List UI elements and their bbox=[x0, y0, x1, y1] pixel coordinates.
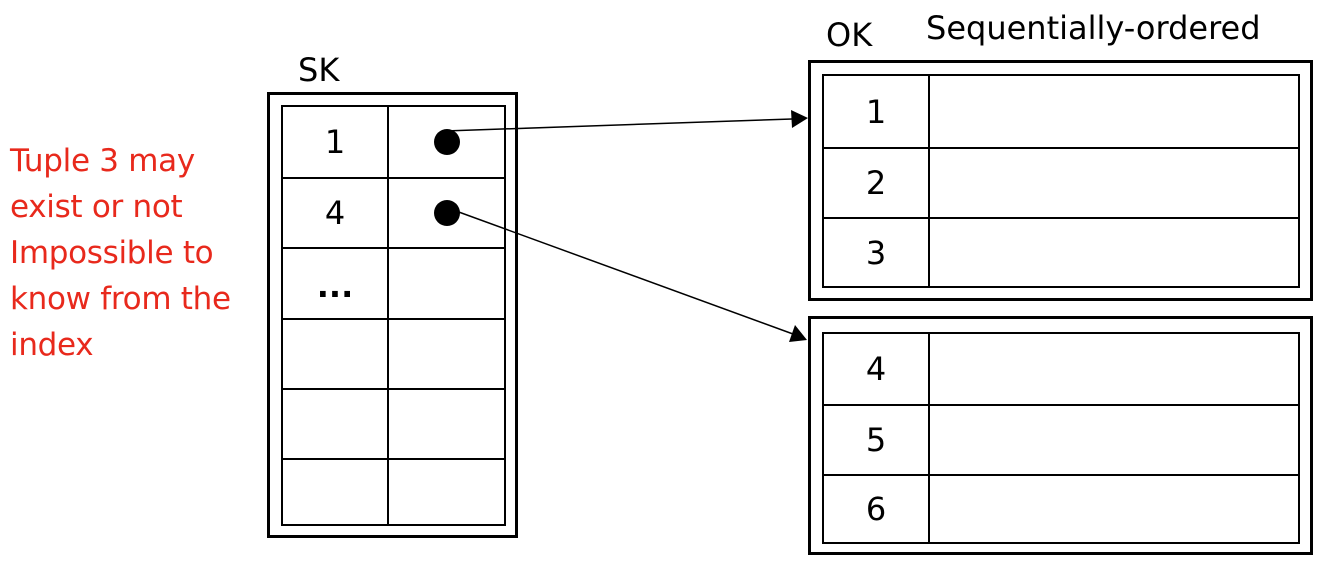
index-key-cell bbox=[283, 460, 389, 524]
note-line-1: Tuple 3 may bbox=[10, 143, 195, 179]
data-block-table: 1 2 3 bbox=[822, 74, 1300, 288]
index-key-cell bbox=[283, 320, 389, 388]
index-pointer-cell bbox=[389, 390, 504, 458]
index-key-cell: 4 bbox=[283, 179, 389, 247]
ordering-key-label: OK bbox=[826, 16, 873, 54]
index-pointer-cell bbox=[389, 107, 504, 177]
note-line-3: Impossible to bbox=[10, 235, 214, 271]
arrowhead-block-1 bbox=[791, 110, 808, 128]
index-row bbox=[283, 458, 504, 524]
data-key-cell: 5 bbox=[824, 406, 930, 474]
data-key-cell: 4 bbox=[824, 334, 930, 404]
index-pointer-cell bbox=[389, 460, 504, 524]
index-row: ... bbox=[283, 247, 504, 318]
note-line-2: exist or not bbox=[10, 189, 183, 225]
pointer-dot-4 bbox=[433, 200, 460, 226]
index-pointer-cell bbox=[389, 320, 504, 388]
index-pointer-cell bbox=[389, 179, 504, 247]
index-key-cell: 1 bbox=[283, 107, 389, 177]
data-key-cell: 6 bbox=[824, 476, 930, 542]
secondary-index-label: SK bbox=[298, 51, 340, 89]
index-row: 4 bbox=[283, 177, 504, 247]
pointer-dot-1 bbox=[433, 129, 460, 155]
index-key-cell: ... bbox=[283, 249, 389, 318]
secondary-index-frame: 1 4 ... bbox=[267, 92, 518, 538]
note-line-5: index bbox=[10, 327, 94, 363]
index-pointer-cell bbox=[389, 249, 504, 318]
index-row bbox=[283, 318, 504, 388]
data-row: 2 bbox=[824, 147, 1298, 217]
sequential-order-label: Sequentially-ordered bbox=[926, 9, 1261, 47]
secondary-index-table: 1 4 ... bbox=[281, 105, 506, 526]
data-row: 3 bbox=[824, 217, 1298, 286]
data-block-1: 1 2 3 bbox=[808, 60, 1313, 301]
note-line-4: know from the bbox=[10, 281, 231, 317]
data-key-cell: 3 bbox=[824, 219, 930, 286]
data-row: 4 bbox=[824, 334, 1298, 404]
data-block-2: 4 5 6 bbox=[808, 316, 1313, 555]
data-row: 5 bbox=[824, 404, 1298, 474]
data-key-cell: 1 bbox=[824, 76, 930, 147]
index-key-cell bbox=[283, 390, 389, 458]
data-row: 1 bbox=[824, 76, 1298, 147]
arrowhead-block-2 bbox=[789, 325, 807, 342]
data-block-table: 4 5 6 bbox=[822, 332, 1300, 544]
index-row bbox=[283, 388, 504, 458]
data-key-cell: 2 bbox=[824, 149, 930, 217]
annotation-note: Tuple 3 may exist or not Impossible to k… bbox=[10, 138, 260, 368]
data-row: 6 bbox=[824, 474, 1298, 542]
index-row: 1 bbox=[283, 107, 504, 177]
